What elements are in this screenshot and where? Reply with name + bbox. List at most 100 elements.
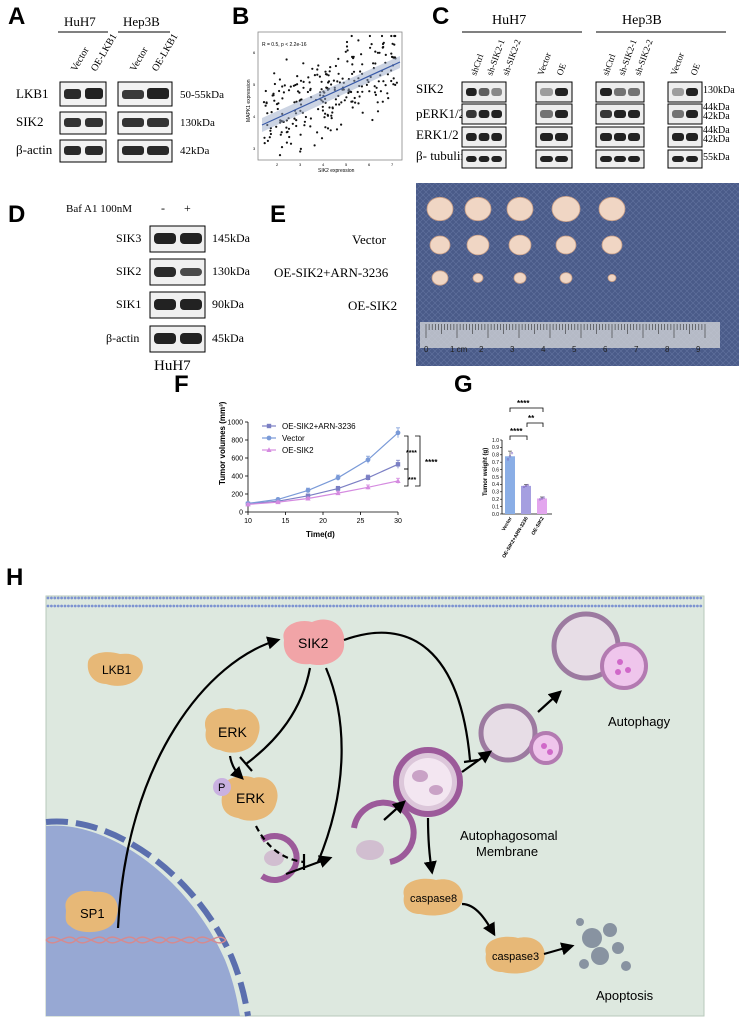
lipid-head [434,604,437,608]
scatter-point [376,101,379,104]
blot-band [600,156,612,162]
lipid-head [107,604,111,608]
scatter-point [387,97,390,100]
scatter-point [268,136,271,139]
lipid-head [560,596,563,600]
lipid-head [648,604,652,608]
lipid-head [577,596,580,600]
lipid-head [226,596,230,600]
scatter-point [350,90,353,94]
lipid-head [67,596,70,600]
lipid-head [696,596,699,600]
y-tick-label: 800 [231,438,243,445]
lipid-head [427,596,431,600]
lipid-head [634,604,638,608]
tumor [506,196,534,222]
scatter-point [285,131,288,134]
sig-label: **** [510,427,523,436]
scatter-point [309,87,312,90]
lipid-head [682,604,686,608]
y-tick: 3 [253,146,256,151]
lipid-head [614,596,618,600]
x-tick: 3 [299,162,302,167]
x-tick: 6 [368,162,371,167]
lipid-head [689,604,692,608]
scatter-point [287,127,291,130]
panel-a: A HuH7 Hep3B Vector OE-LKB1 Vector OE-LK… [8,3,224,163]
scatter-point [309,117,312,120]
scatter-point [327,74,330,77]
lipid-head [277,596,281,600]
scatter-point [382,80,385,83]
scatter-point [394,83,397,86]
lipid-head [611,604,614,608]
arrow-caspase3-to-apoptosis [543,942,575,956]
scatter-point [359,70,362,73]
lane-label: Vector [69,45,92,74]
lipid-head [441,596,444,600]
scatter-point [296,83,299,86]
lipid-head [73,596,77,600]
scatter-point [331,106,334,109]
lipid-head [179,604,183,608]
y-tick: 4 [253,114,256,119]
arrow-erk-to-perk [228,755,244,780]
scatter-point [340,123,343,126]
y-tick-label: 0 [239,510,243,517]
y-tick-label: 0.0 [492,512,499,518]
tumor [466,234,490,256]
lipid-head [668,604,672,608]
scatter-point [390,34,393,38]
lipid-head [396,604,400,608]
lipid-head [335,604,339,608]
lipid-head [97,604,101,608]
scatter-point [370,43,373,46]
lipid-head [145,596,149,600]
lipid-head [294,596,298,600]
lipid-head [407,596,410,600]
series-line [247,432,399,504]
scatter-point [291,122,294,125]
blot-band [628,88,640,96]
lipid-head [495,596,499,600]
lipid-head [685,604,689,608]
lipid-head [131,596,135,600]
lipid-head [284,596,288,600]
lipid-head [447,604,451,608]
lipid-head [645,604,648,608]
lipid-head [502,596,505,600]
lipid-head [339,604,342,608]
x-tick-label: 20 [319,518,327,525]
lipid-head [454,604,458,608]
y-ticks: 3 4 5 6 [253,50,256,151]
blot-band [466,156,477,162]
lipid-head [186,596,189,600]
data-point [365,475,371,480]
size-label: 42kDa [180,145,209,157]
lipid-head [145,604,149,608]
ruler [420,322,720,348]
lipid-head [638,596,641,600]
lipid-head [478,596,482,600]
size-label: 50-55kDa [180,89,224,101]
lipid-head [328,596,332,600]
y-tick-label: 0.6 [492,467,499,473]
blot-band [600,133,612,141]
scatter-point [373,91,377,94]
lipid-head [509,604,512,608]
scatter-point [345,45,349,48]
lipid-head [196,604,200,608]
lipid-head [672,596,675,600]
sp1-protein [65,890,118,933]
blot-box [667,81,703,103]
lipid-head [175,604,179,608]
lipid-head [101,604,104,608]
lipid-head [165,604,169,608]
legend-label: OE-SIK2+ARN-3236 [282,422,356,431]
scatter-point [278,89,281,93]
scatter-point [262,101,266,104]
lipid-head [124,596,128,600]
blot-band [614,133,626,141]
lipid-head [458,604,461,608]
sig-label: **** [425,458,438,467]
